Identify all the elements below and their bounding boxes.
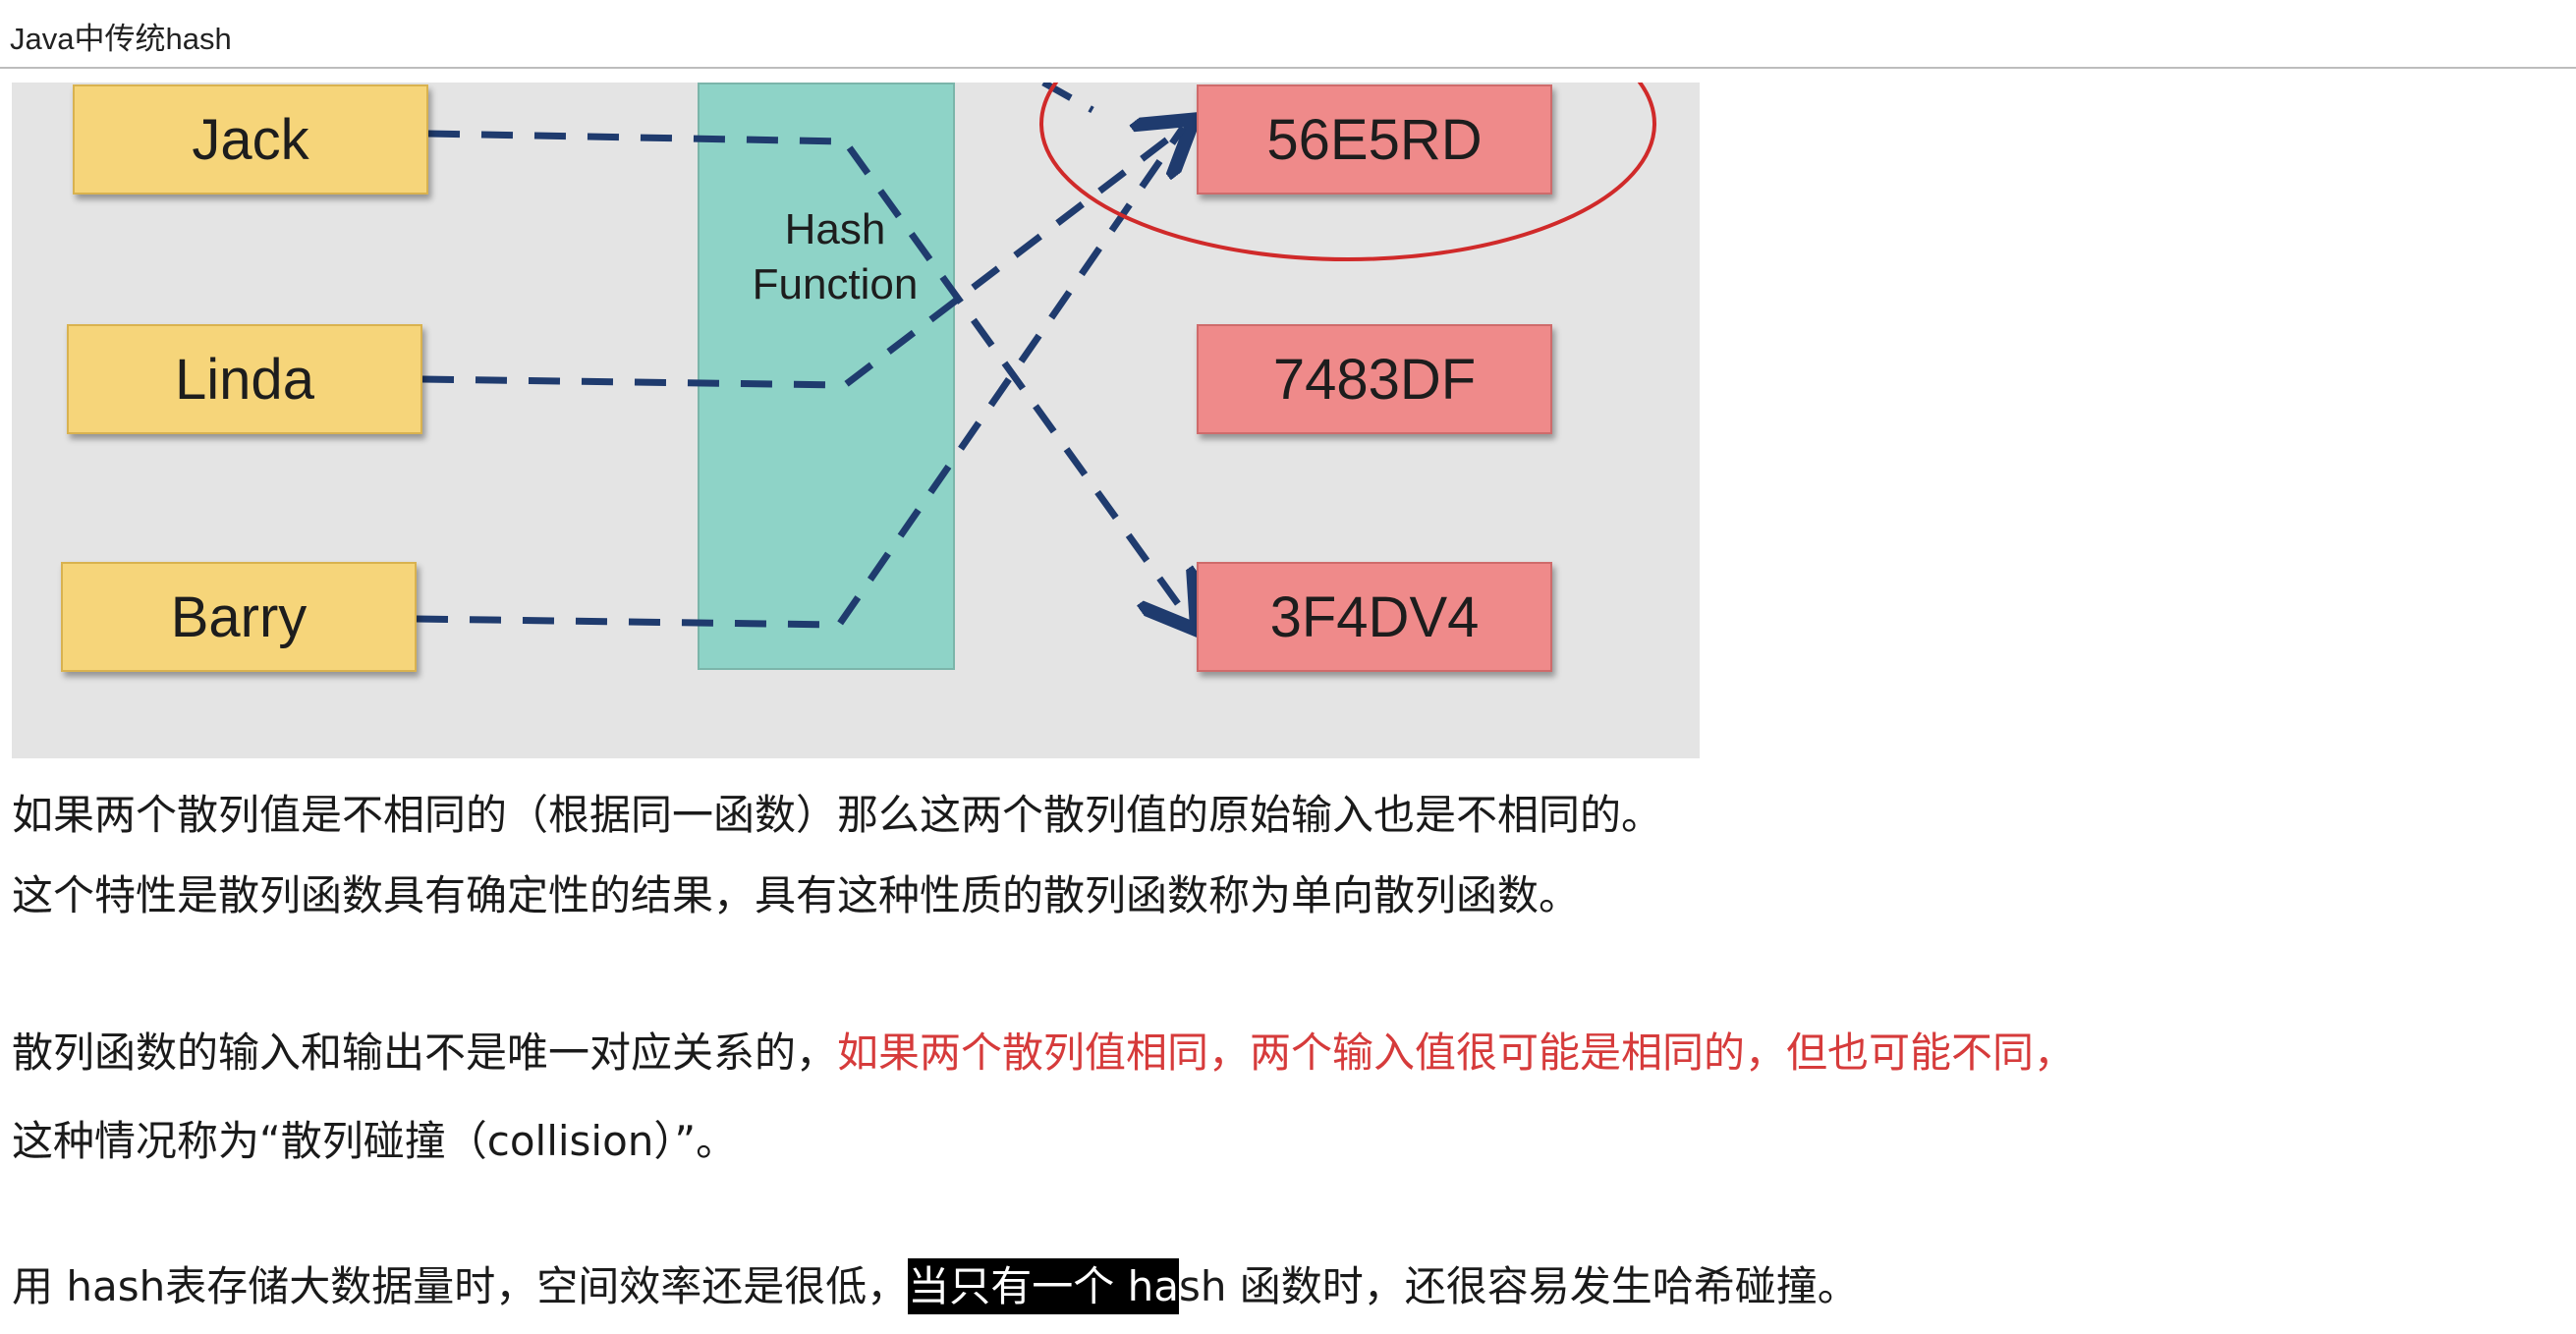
output-box-3f4dv4: 3F4DV4 <box>1197 562 1552 672</box>
hash-diagram: Hash Function Jack Linda Barry <box>12 83 1700 758</box>
hash-function-label-line1: Hash <box>784 205 886 253</box>
paragraph-1-line-2: 这个特性是散列函数具有确定性的结果，具有这种性质的散列函数称为单向散列函数。 <box>12 871 1581 919</box>
selected-text-part-2: a <box>1153 1262 1179 1310</box>
paragraph-2-line-1-red: 如果两个散列值相同，两个输入值很可能是相同的，但也可能不同， <box>837 1028 2076 1077</box>
hash-function-label: Hash Function <box>717 202 953 312</box>
output-box-56e5rd: 56E5RD <box>1197 84 1552 195</box>
output-box-7483df: 7483DF <box>1197 324 1552 434</box>
selected-text[interactable]: 当只有一个 ha <box>908 1258 1179 1314</box>
hash-function-block <box>698 83 955 670</box>
paragraph-2-line-1: 散列函数的输入和输出不是唯一对应关系的，如果两个散列值相同，两个输入值很可能是相… <box>12 1020 2075 1080</box>
input-box-barry: Barry <box>61 562 417 672</box>
input-box-jack: Jack <box>73 84 428 195</box>
arrow-lines <box>416 83 1656 758</box>
output-label-56e5rd: 56E5RD <box>1266 107 1483 172</box>
paragraph-3-start: 用 hash表存储大数据量时，空间效率还是很低， <box>12 1262 909 1310</box>
paragraph-3: 用 hash表存储大数据量时，空间效率还是很低，当只有一个 hash 函数时，还… <box>12 1253 1859 1314</box>
highlight-circle <box>1039 83 1656 261</box>
paragraph-2-line-2: 这种情况称为“散列碰撞（collision）”。 <box>12 1117 738 1165</box>
title-bar: Java中传统hash <box>0 0 2576 69</box>
input-label-barry: Barry <box>170 584 308 649</box>
selected-text-part-1: 当只有一个 h <box>908 1262 1154 1310</box>
paragraph-3-end: sh 函数时，还很容易发生哈希碰撞。 <box>1178 1262 1859 1310</box>
input-label-linda: Linda <box>175 347 314 412</box>
arrow-top-entry <box>1041 83 1094 114</box>
output-label-3f4dv4: 3F4DV4 <box>1269 584 1480 649</box>
arrow-barry <box>416 126 1186 629</box>
text-cursor-icon: a <box>1153 1262 1179 1310</box>
input-label-jack: Jack <box>192 107 309 172</box>
hash-function-label-line2: Function <box>752 260 919 308</box>
window-title: Java中传统hash <box>10 22 232 56</box>
paragraph-2-line-1-normal: 散列函数的输入和输出不是唯一对应关系的， <box>12 1028 838 1077</box>
input-box-linda: Linda <box>67 324 422 434</box>
output-label-7483df: 7483DF <box>1272 347 1477 412</box>
arrow-linda <box>421 128 1183 389</box>
paragraph-1-line-1: 如果两个散列值是不相同的（根据同一函数）那么这两个散列值的原始输入也是不相同的。 <box>12 791 1663 839</box>
arrow-jack <box>427 130 1189 619</box>
